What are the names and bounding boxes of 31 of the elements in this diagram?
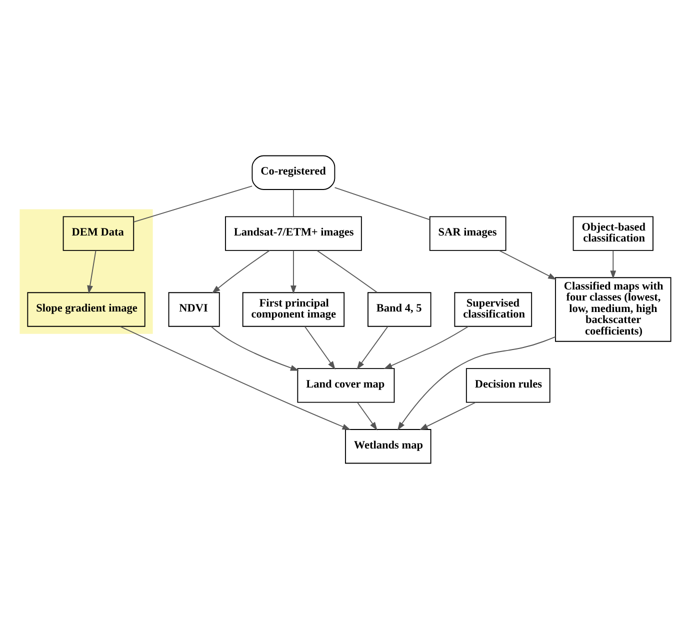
arrow — [356, 326, 388, 370]
node-box: Co-registered — [252, 154, 336, 190]
arrow — [610, 250, 616, 279]
arrow — [87, 250, 96, 294]
node-box: Slope gradient image — [27, 292, 146, 326]
node-box: Land cover map — [297, 368, 395, 402]
node-box: Landsat-7/ETM+ images — [225, 216, 362, 250]
arrow — [357, 402, 378, 430]
arrow — [210, 326, 299, 370]
node-box: DEM Data — [62, 216, 134, 250]
connector — [316, 250, 378, 292]
connector — [334, 186, 430, 220]
cluster — [20, 208, 153, 334]
node-box: Object-based classification — [572, 216, 654, 250]
arrow — [498, 250, 557, 280]
node-box: Decision rules — [466, 368, 550, 402]
node-box: First principal component image — [242, 292, 345, 326]
arrow — [419, 401, 476, 430]
node-box: Classified maps with four classes (lowest, low, medium, high backscatter coefficients) — [555, 276, 672, 342]
arrow — [397, 336, 556, 430]
arrow — [304, 326, 336, 370]
node-box: NDVI — [168, 292, 220, 326]
node-box: Wetlands map — [345, 428, 432, 464]
connector — [292, 188, 294, 216]
node-box: SAR images — [429, 216, 506, 250]
arrow — [290, 250, 296, 294]
node-box: Band 4, 5 — [368, 292, 432, 326]
node-box: Supervised classification — [454, 292, 532, 326]
arrow — [384, 326, 469, 368]
connector — [133, 185, 253, 222]
arrow — [212, 249, 270, 293]
